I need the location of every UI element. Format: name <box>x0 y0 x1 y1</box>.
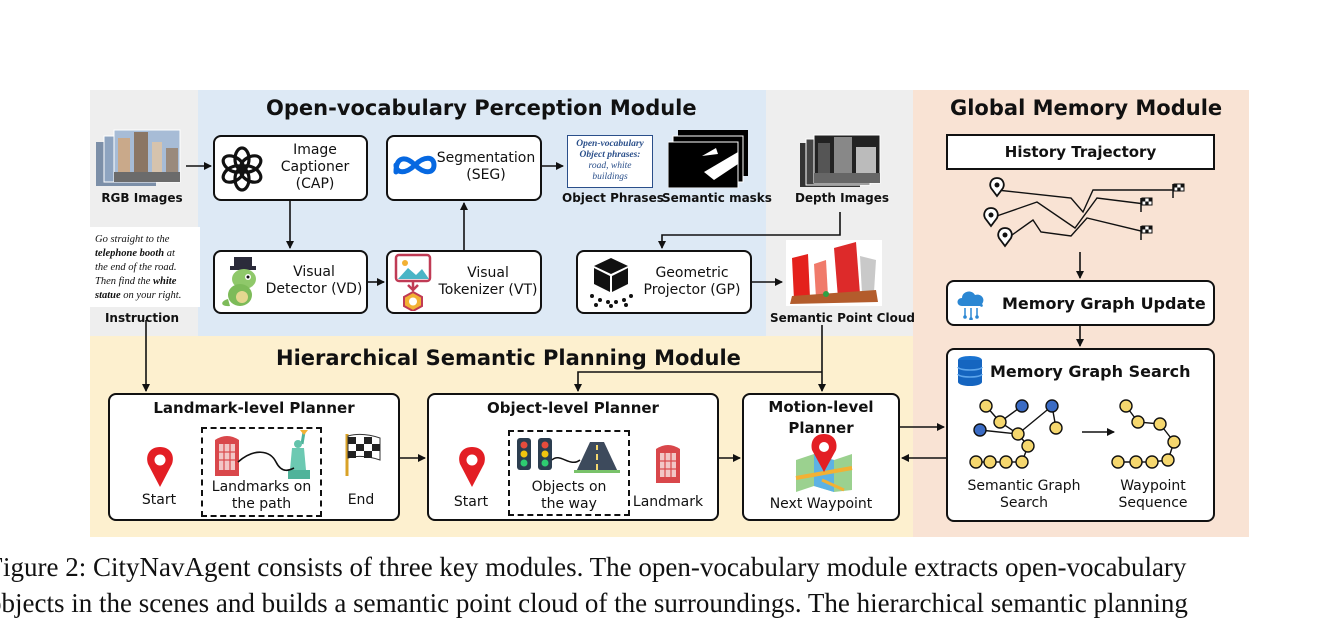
tokenizer-label: Visual Tokenizer (VT) <box>438 265 538 298</box>
traffic-light-icon <box>516 436 554 472</box>
figure-caption-line-1: Figure 2: CityNavAgent consists of three… <box>0 552 1187 582</box>
checkered-flag-icon <box>1140 183 1185 240</box>
meta-icon <box>390 150 440 180</box>
projector-label: Geometric Projector (GP) <box>643 265 741 298</box>
point-cloud-label: Semantic Point Cloud <box>770 311 915 325</box>
memory-graph-search-block <box>946 348 1215 522</box>
projector-icon <box>586 256 636 308</box>
segmentation-label: Segmentation (SEG) <box>436 150 536 183</box>
database-icon <box>956 355 984 387</box>
object-phrases-label: Object Phrases <box>562 191 664 205</box>
object-phrases-box: Open-vocabulary Object phrases: road, wh… <box>567 135 653 188</box>
object-end-label: Landmark <box>632 494 704 510</box>
depth-images-label: Depth Images <box>794 191 890 205</box>
end-flag-icon <box>342 432 384 478</box>
semantic-point-cloud-image <box>786 240 882 306</box>
object-planner-title: Object-level Planner <box>487 399 659 417</box>
perception-module-title: Open-vocabulary Perception Module <box>266 96 697 120</box>
tokenizer-icon <box>392 253 436 313</box>
openai-icon <box>219 146 265 192</box>
landmark-start-label: Start <box>141 492 177 508</box>
memory-graph-search-label: Memory Graph Search <box>990 362 1191 381</box>
waypoint-sequence-label: Waypoint Sequence <box>1118 478 1188 511</box>
object-path-curve <box>550 450 582 470</box>
instruction-card <box>90 227 200 307</box>
waypoint-sequence-nodes <box>1104 394 1190 474</box>
rgb-images-label: RGB Images <box>101 191 183 205</box>
object-start-label: Start <box>453 494 489 510</box>
detector-label: Visual Detector (VD) <box>265 264 363 297</box>
semantic-masks-image <box>667 130 750 189</box>
semantic-graph-nodes <box>966 394 1072 474</box>
figure-caption-line-2: objects in the scenes and builds a seman… <box>0 588 1188 618</box>
objects-dashed-region <box>508 430 630 516</box>
planning-module-title: Hierarchical Semantic Planning Module <box>276 346 741 370</box>
memory-graph-update-block <box>946 280 1215 326</box>
depth-images-stack <box>800 133 882 189</box>
instruction-text: Go straight to the telephone booth at th… <box>95 234 182 301</box>
cloud-icon <box>954 286 988 321</box>
landmark-path-curve <box>236 440 296 480</box>
captioner-label: Image Captioner (CAP) <box>280 142 350 192</box>
landmarks-on-path-label: Landmarks on the path <box>211 479 312 512</box>
telephone-booth-icon <box>212 432 242 478</box>
landmark-end-label: End <box>347 492 375 508</box>
history-trajectory-block <box>946 134 1215 170</box>
motion-planner-title: Motion-level Planner <box>768 398 874 437</box>
instruction-label: Instruction <box>104 311 180 325</box>
rgb-images-stack <box>96 128 186 188</box>
next-waypoint-label: Next Waypoint <box>769 496 873 512</box>
semantic-masks-label: Semantic masks <box>662 191 772 205</box>
detector-mascot-icon <box>218 255 266 309</box>
geometric-projector-block <box>576 250 752 314</box>
memory-graph-update-label: Memory Graph Update <box>1002 294 1206 313</box>
semantic-graph-search-label: Semantic Graph Search <box>967 478 1081 511</box>
statue-of-liberty-icon <box>284 430 314 480</box>
trajectory-paths <box>975 176 1195 248</box>
history-trajectory-label: History Trajectory <box>1004 143 1157 161</box>
objects-on-way-label: Objects on the way <box>531 479 607 512</box>
start-pin-icon <box>144 446 176 488</box>
map-pin-icon <box>792 434 856 492</box>
location-pin-icon <box>989 177 1005 198</box>
landmark-booth-icon <box>654 441 682 485</box>
landmark-planner-title: Landmark-level Planner <box>153 399 355 417</box>
memory-module-title: Global Memory Module <box>950 96 1223 120</box>
road-icon <box>574 442 620 474</box>
object-start-pin-icon <box>456 446 488 488</box>
landmarks-dashed-region <box>201 427 322 517</box>
